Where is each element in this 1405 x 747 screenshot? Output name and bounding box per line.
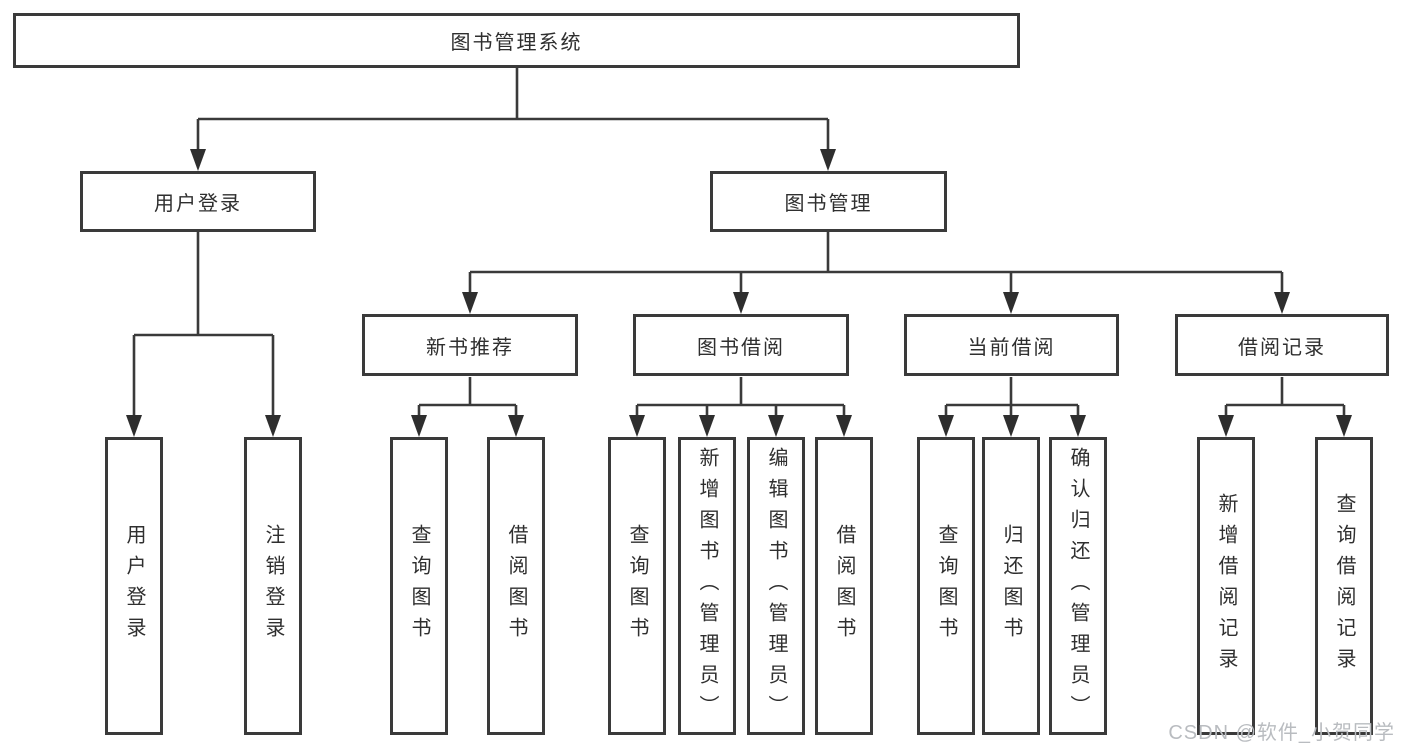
node-book-borrowing: 图书借阅 bbox=[633, 314, 849, 376]
leaf-borrow-add-book-admin: 新增图书（管理员） bbox=[678, 437, 736, 735]
node-new-book-recommend: 新书推荐 bbox=[362, 314, 578, 376]
node-user-login: 用户登录 bbox=[80, 171, 316, 232]
leaf-logout: 注销登录 bbox=[244, 437, 302, 735]
leaf-records-query-record: 查询借阅记录 bbox=[1315, 437, 1373, 735]
leaf-current-query-book: 查询图书 bbox=[917, 437, 975, 735]
leaf-borrow-query-book: 查询图书 bbox=[608, 437, 666, 735]
leaf-user-login: 用户登录 bbox=[105, 437, 163, 735]
node-book-management: 图书管理 bbox=[710, 171, 947, 232]
csdn-watermark: CSDN @软件_小贺同学 bbox=[1168, 722, 1395, 744]
node-current-borrowing: 当前借阅 bbox=[904, 314, 1119, 376]
leaf-newrec-query-book: 查询图书 bbox=[390, 437, 448, 735]
node-borrowing-records: 借阅记录 bbox=[1175, 314, 1389, 376]
node-root-system: 图书管理系统 bbox=[13, 13, 1020, 68]
leaf-current-confirm-return-admin: 确认归还（管理员） bbox=[1049, 437, 1107, 735]
leaf-borrow-borrow-book: 借阅图书 bbox=[815, 437, 873, 735]
leaf-borrow-edit-book-admin: 编辑图书（管理员） bbox=[747, 437, 805, 735]
leaf-current-return-book: 归还图书 bbox=[982, 437, 1040, 735]
leaf-records-add-record: 新增借阅记录 bbox=[1197, 437, 1255, 735]
leaf-newrec-borrow-book: 借阅图书 bbox=[487, 437, 545, 735]
